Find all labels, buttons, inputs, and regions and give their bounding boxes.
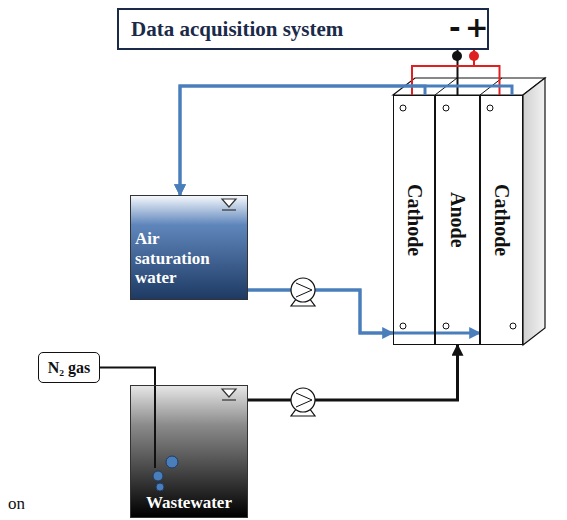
cell-side-face <box>523 78 545 345</box>
water-pipe <box>180 86 425 195</box>
wastewater-tank: Wastewater <box>130 385 248 518</box>
signal-wire <box>457 50 459 95</box>
electrode-chamber: Anode <box>435 95 480 345</box>
terminal-sign: - <box>449 14 461 42</box>
gas-supply-box: N₂ gas <box>38 352 100 383</box>
cell-front-face <box>393 95 523 345</box>
water-pipe <box>248 290 393 333</box>
water-pipe <box>180 86 512 195</box>
pump-symbol <box>291 278 315 306</box>
water-tank: Air saturation water <box>130 195 248 300</box>
instrument-box: Data acquisition system <box>117 8 489 50</box>
pump-symbol <box>291 388 315 416</box>
node-label: Cathode <box>403 184 426 256</box>
node-label: Air saturation water <box>135 229 235 288</box>
node-label: Wastewater <box>146 493 232 513</box>
signal-wire <box>412 50 474 95</box>
gas-line <box>100 368 155 386</box>
signal-wire <box>474 50 500 95</box>
cell-ports <box>400 105 516 329</box>
node-label: N₂ gas <box>48 359 91 377</box>
gas-bubbles <box>153 456 178 491</box>
negative-terminal <box>452 51 462 61</box>
wastewater-pipe <box>248 345 458 400</box>
water-level-symbol <box>222 199 236 400</box>
node-label: Anode <box>446 192 469 248</box>
node-label: Cathode <box>490 184 513 256</box>
positive-terminal <box>469 51 479 61</box>
water-pipe <box>248 290 480 333</box>
gas-sparger-pipe <box>154 386 156 468</box>
stray-text: on <box>8 494 25 514</box>
electrode-chamber: Cathode <box>393 95 435 345</box>
node-label: Data acquisition system <box>131 17 343 42</box>
electrode-chamber: Cathode <box>480 95 523 345</box>
terminal-sign: + <box>465 14 488 42</box>
